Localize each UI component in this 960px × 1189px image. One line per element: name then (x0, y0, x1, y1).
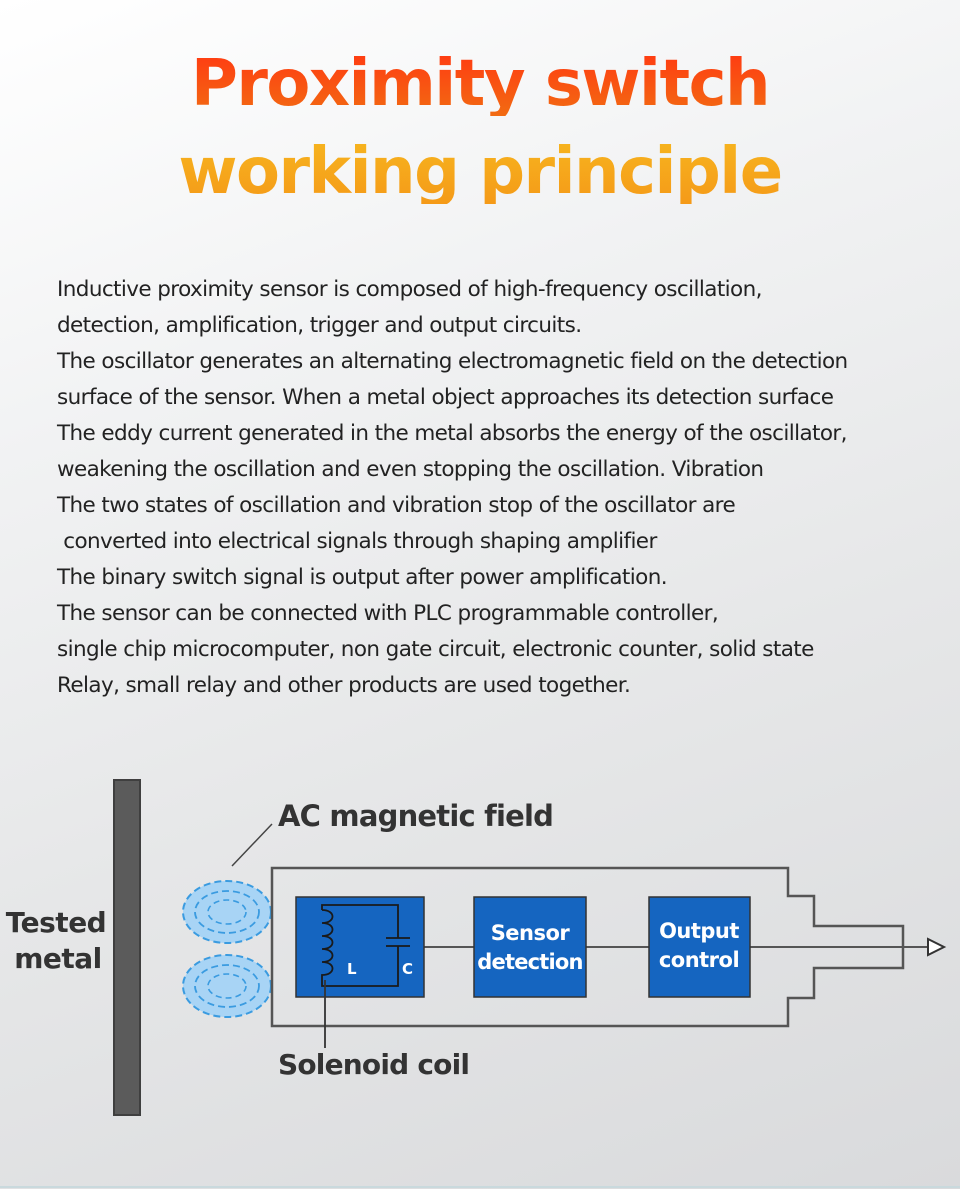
description-line: surface of the sensor. When a metal obje… (57, 385, 834, 410)
description-line: detection, amplification, trigger and ou… (57, 313, 582, 338)
output-block-label-line2: control (659, 948, 739, 972)
description-line: The two states of oscillation and vibrat… (57, 493, 736, 518)
description-line: weakening the oscillation and even stopp… (57, 457, 764, 482)
description-line: Inductive proximity sensor is composed o… (57, 277, 762, 302)
bottom-divider (0, 1186, 960, 1188)
sensor-block-label-line2: detection (477, 950, 582, 974)
solenoid-coil-label: Solenoid coil (278, 1048, 469, 1081)
sensor-block-label-line1: Sensor (491, 921, 571, 945)
description-line: Relay, small relay and other products ar… (57, 673, 631, 698)
description-line: converted into electrical signals throug… (57, 529, 657, 554)
inductor-label: L (347, 960, 357, 978)
description-line: The binary switch signal is output after… (57, 565, 668, 590)
output-block-label-line1: Output (659, 919, 739, 943)
tested-metal-label-line2: metal (14, 942, 102, 975)
working-principle-diagram: Tested metal AC magnetic field L C Senso… (6, 779, 947, 1116)
title-line-1: Proximity switch (0, 52, 960, 116)
magnetic-field-leader (231, 823, 273, 867)
tested-metal-plate (113, 779, 141, 1116)
tested-metal-label-line1: Tested (6, 906, 106, 939)
lc-circuit (321, 904, 410, 987)
magnetic-field-upper (182, 880, 272, 944)
description-line: single chip microcomputer, non gate circ… (57, 637, 814, 662)
magnetic-field-label: AC magnetic field (278, 799, 553, 833)
sensor-detection-block (473, 896, 587, 998)
description-paragraph: Inductive proximity sensor is composed o… (57, 272, 937, 704)
capacitor-label: C (402, 960, 413, 978)
output-control-block (648, 896, 751, 998)
output-arrow-icon (927, 937, 947, 957)
description-line: The oscillator generates an alternating … (57, 349, 848, 374)
title-line-2: working principle (0, 140, 960, 204)
description-line: The sensor can be connected with PLC pro… (57, 601, 719, 626)
magnetic-field-lower (182, 954, 272, 1018)
inductor-coil-icon (321, 909, 334, 976)
oscillator-block (295, 896, 425, 998)
sensor-housing-outline (270, 866, 905, 1028)
description-line: The eddy current generated in the metal … (57, 421, 847, 446)
